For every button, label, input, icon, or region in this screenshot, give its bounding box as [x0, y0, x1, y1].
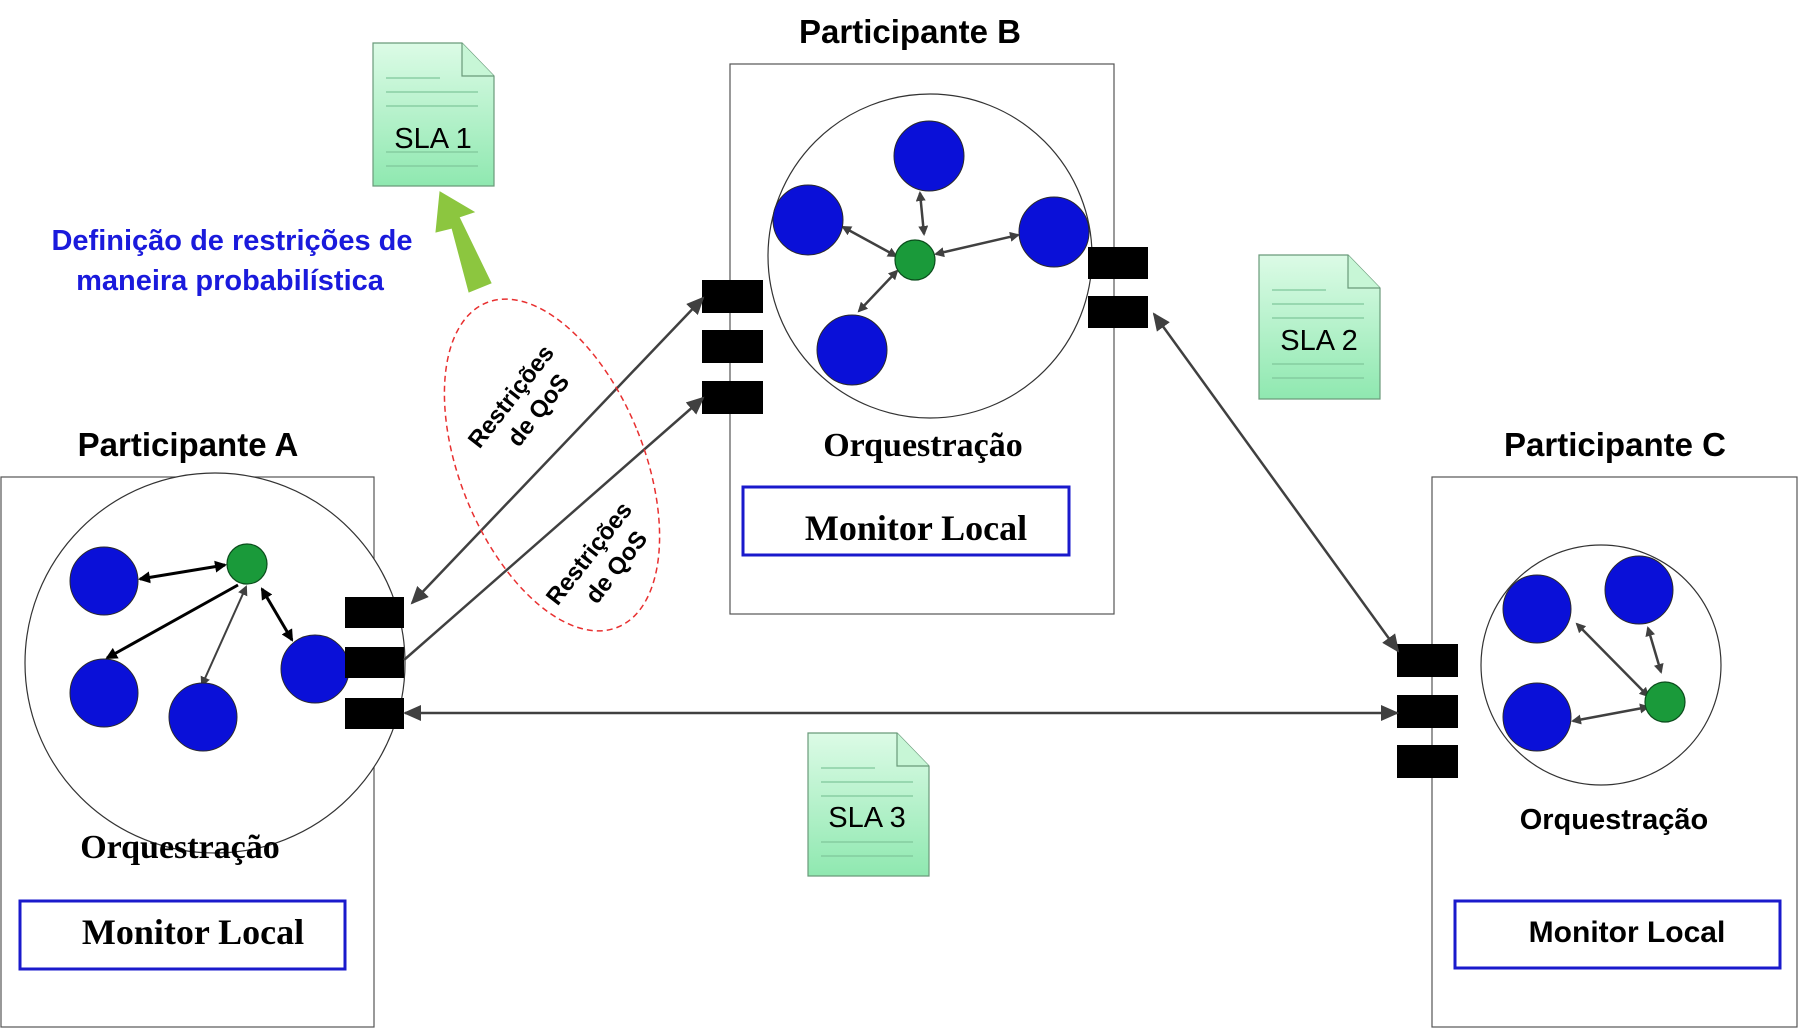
link-b-c	[1152, 312, 1400, 653]
link-a-1	[138, 560, 227, 584]
orchestrator-node-a	[226, 543, 268, 585]
service-node-c-2	[1604, 555, 1674, 625]
qos-label-lower: Restrições de QoS	[541, 497, 653, 610]
qos-label-upper: Restrições de QoS	[463, 340, 575, 453]
orchestrator-node-b	[894, 239, 936, 281]
port-b-right-2	[1088, 296, 1148, 328]
sla-3-label: SLA 3	[828, 802, 905, 834]
link-b-2	[841, 225, 898, 258]
sla-document-2[interactable]: SLA 2	[1258, 254, 1381, 400]
port-b-left-2	[702, 330, 763, 363]
orchestration-label-a: Orquestração	[80, 829, 280, 866]
service-node-a-3	[168, 682, 238, 752]
document-icon	[1258, 254, 1381, 400]
participant-c-title: Participante C	[1504, 426, 1726, 463]
port-c-2	[1397, 695, 1458, 728]
link-a-3	[200, 585, 248, 687]
inter-participant-links	[403, 296, 1400, 721]
service-node-c-1	[1502, 574, 1572, 644]
qos-ellipse	[443, 298, 661, 632]
port-a-3	[345, 698, 404, 729]
link-b-1	[915, 191, 929, 236]
service-node-b-2	[772, 184, 844, 256]
monitor-local-a-label: Monitor Local	[82, 912, 304, 952]
monitor-local-c-label: Monitor Local	[1529, 916, 1726, 949]
service-node-a-4	[280, 634, 350, 704]
link-a-b-lower	[403, 396, 705, 661]
service-node-b-4	[816, 314, 888, 386]
monitor-local-a[interactable]	[18, 899, 347, 971]
port-a-1	[345, 597, 404, 628]
orchestrator-node-c	[1644, 681, 1686, 723]
monitor-local-b[interactable]	[741, 485, 1071, 557]
document-icon	[372, 42, 495, 187]
participant-b-title: Participante B	[799, 13, 1021, 50]
orchestration-label-c: Orquestração	[1520, 804, 1709, 836]
link-b-3	[934, 231, 1020, 258]
sla-2-label: SLA 2	[1280, 325, 1357, 357]
port-b-left-3	[702, 381, 763, 414]
service-node-b-1	[893, 120, 965, 192]
link-a-4	[260, 587, 294, 642]
port-c-3	[1397, 745, 1458, 778]
link-c-1	[1575, 622, 1650, 698]
document-icon	[807, 732, 930, 877]
service-node-a-1	[69, 546, 139, 616]
link-c-3	[1571, 703, 1650, 725]
service-node-a-2	[69, 658, 139, 728]
monitor-local-c[interactable]	[1453, 899, 1782, 970]
link-a-b-upper	[410, 296, 705, 605]
participant-b: Participante B Orquestração Monitor Loca…	[702, 13, 1148, 615]
port-c-1	[1397, 644, 1458, 677]
port-b-right-1	[1088, 247, 1148, 279]
monitor-local-b-label: Monitor Local	[805, 508, 1027, 548]
sla-document-3[interactable]: SLA 3	[807, 732, 930, 877]
orchestration-label-b: Orquestração	[823, 427, 1023, 464]
sla-document-1[interactable]: SLA 1	[372, 42, 495, 187]
sla-1-label: SLA 1	[394, 123, 471, 155]
participant-a-title: Participante A	[78, 426, 299, 463]
link-c-2	[1645, 626, 1664, 674]
qos-region: Restrições de QoS Restrições de QoS	[443, 298, 661, 632]
service-node-c-3	[1502, 682, 1572, 752]
participant-c: Participante C Orquestração Monitor Loca…	[1397, 426, 1798, 1028]
link-b-4	[857, 269, 899, 313]
up-arrow-icon	[435, 191, 492, 293]
annotation-line-2: maneira probabilística	[76, 265, 385, 297]
service-node-b-3	[1018, 196, 1090, 268]
port-b-left-1	[702, 280, 763, 313]
probabilistic-annotation: Definição de restrições de maneira proba…	[51, 191, 492, 297]
participant-a: Participante A Orquestração Monitor Loca…	[0, 426, 406, 1028]
annotation-line-1: Definição de restrições de	[51, 225, 412, 257]
port-a-2	[345, 647, 404, 678]
